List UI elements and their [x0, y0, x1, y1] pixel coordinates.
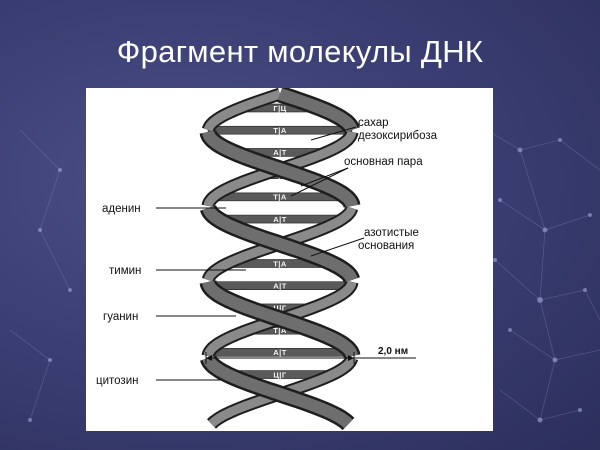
base-pair-label: Ц|Г: [273, 370, 287, 379]
label-guanine: гуанин: [103, 311, 138, 323]
base-pair-label: Т|А: [273, 193, 287, 202]
strand-1-front-0: [278, 88, 358, 132]
leader-base-pair-1: [300, 167, 349, 187]
dna-helix-diagram: Г|ЦТ|АА|ТГ|ЦТ|АА|ТТ|АА|ТЦ|ГТ|АА|ТЦ|Г сах…: [96, 88, 438, 431]
width-arrow-left: [206, 355, 212, 361]
label-nitrogen-bases-line1: азотистые: [364, 227, 419, 239]
base-pair-label: Т|А: [273, 259, 287, 268]
label-sugar-line1: сахар: [358, 117, 389, 129]
label-base-pair: основная пара: [344, 156, 423, 168]
base-pair-label: А|Т: [273, 215, 287, 224]
base-pair-label: А|Т: [273, 282, 287, 291]
label-thymine: тимин: [109, 265, 141, 277]
strand-2-front-0: [202, 130, 358, 208]
strand-2-back-0: [203, 89, 282, 132]
leader-nitrogen-bases: [310, 237, 365, 257]
helix-strand-front: [199, 88, 361, 431]
base-pair-label: Г|Ц: [273, 104, 286, 113]
label-cytosine: цитозин: [96, 375, 138, 387]
label-adenine: аденин: [102, 203, 141, 215]
base-pair-label: А|Т: [273, 148, 287, 157]
strand-2-front-1: [202, 280, 358, 358]
label-width: 2,0 нм: [378, 346, 408, 357]
strand-1-front-2: [202, 356, 353, 429]
base-pair-label: Т|А: [273, 326, 287, 335]
width-arrow-right: [348, 355, 354, 361]
leader-lines: [156, 126, 416, 381]
leader-sugar: [310, 126, 357, 141]
base-pair-label: Ц|Г: [273, 304, 287, 313]
base-pair-rung: [207, 125, 353, 135]
strand-1-front-1: [202, 206, 358, 282]
base-pair-label: Т|А: [273, 126, 287, 135]
label-sugar-line2: дезоксирибоза: [358, 130, 438, 142]
leader-base-pair-2: [290, 167, 349, 197]
slide-title: Фрагмент молекулы ДНК: [116, 34, 484, 69]
label-nitrogen-bases-line2: основания: [358, 240, 414, 252]
base-pair-label: А|Т: [273, 348, 287, 357]
